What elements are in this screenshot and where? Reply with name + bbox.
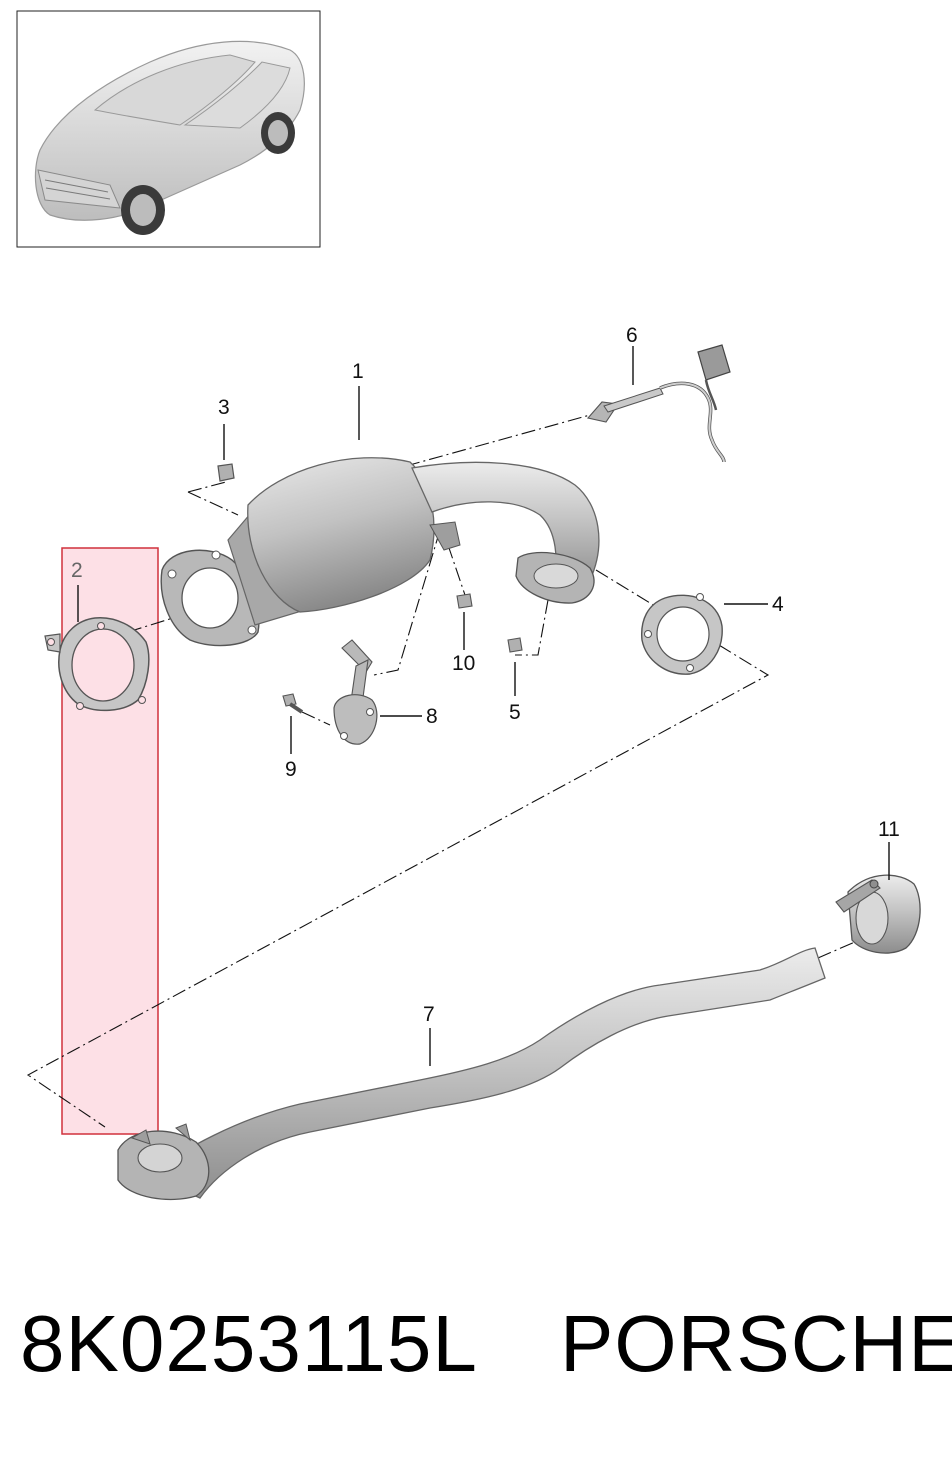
callout-7: 7 bbox=[423, 1003, 435, 1026]
vehicle-thumbnail bbox=[16, 10, 321, 248]
bracket-part-8[interactable] bbox=[333, 639, 378, 745]
nut-part-5[interactable] bbox=[507, 637, 523, 653]
callout-5: 5 bbox=[509, 701, 521, 724]
oxygen-sensor-part-6[interactable] bbox=[586, 344, 731, 463]
footer: 8K0253115L PORSCHE bbox=[0, 1298, 952, 1398]
leader-lines bbox=[77, 346, 890, 1066]
nut-part-10[interactable] bbox=[456, 593, 473, 609]
nut-part-3[interactable] bbox=[217, 463, 235, 482]
suv-thumbnail-icon bbox=[34, 40, 305, 235]
bolt-part-9[interactable] bbox=[282, 693, 304, 714]
gasket-part-4[interactable] bbox=[641, 593, 723, 675]
callout-1: 1 bbox=[352, 360, 364, 383]
exhaust-pipe-part-7[interactable] bbox=[117, 947, 826, 1201]
clamp-part-11[interactable] bbox=[835, 874, 921, 954]
gasket-part-2[interactable] bbox=[44, 617, 150, 712]
callout-9: 9 bbox=[285, 758, 297, 781]
callout-3: 3 bbox=[218, 396, 230, 419]
callout-8: 8 bbox=[426, 705, 438, 728]
callout-4: 4 bbox=[772, 593, 784, 616]
callout-11: 11 bbox=[878, 818, 900, 841]
part-number: 8K0253115L bbox=[20, 1299, 478, 1388]
callout-2: 2 bbox=[71, 559, 83, 582]
callout-6: 6 bbox=[626, 324, 638, 347]
brand-name: PORSCHE bbox=[560, 1299, 952, 1388]
callout-10: 10 bbox=[452, 652, 475, 675]
catalytic-converter-part-1[interactable] bbox=[160, 457, 600, 647]
